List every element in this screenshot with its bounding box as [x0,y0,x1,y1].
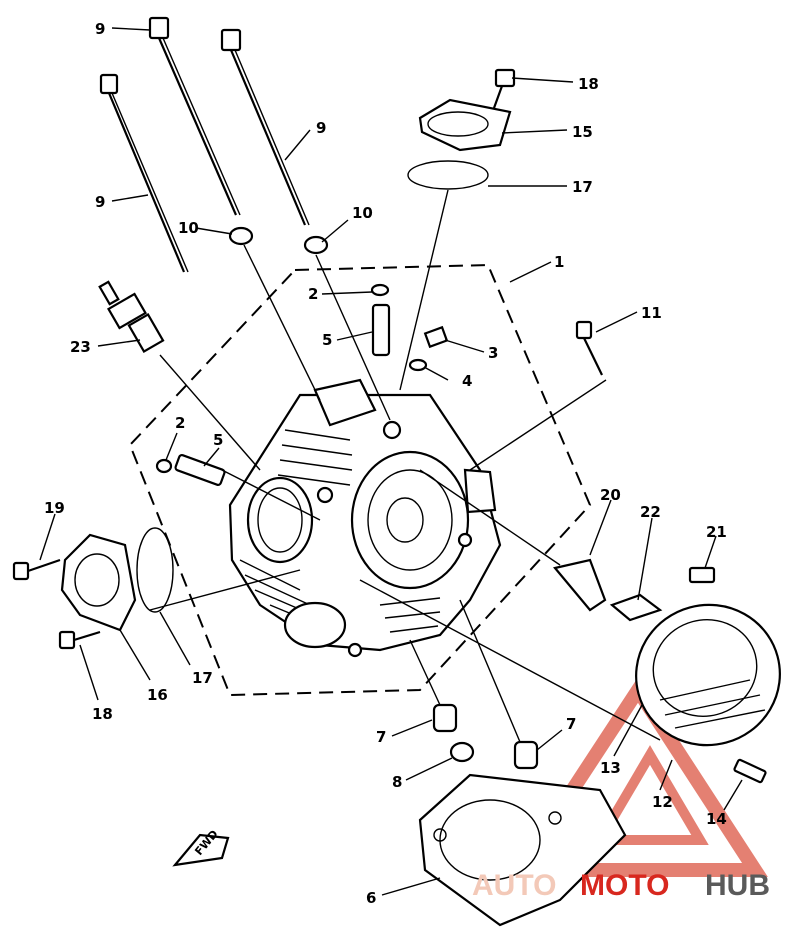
washer-4 [408,358,428,372]
label-4: 4 [462,372,472,390]
label-6: 6 [366,889,376,907]
spark-plug [98,280,261,471]
washer-left [228,226,254,246]
label-1: 1 [554,253,564,271]
washer-8 [449,741,475,763]
label-19: 19 [44,499,65,517]
watermark-logo [507,677,768,877]
dowel-right [513,740,539,770]
clip-top [370,283,390,297]
valve-cover-right [553,558,781,784]
bolt-3 [423,325,449,349]
label-11: 11 [641,304,662,322]
bolt-11 [575,320,603,376]
label-10-right: 10 [352,204,373,222]
label-20: 20 [600,486,621,504]
label-7-right: 7 [566,715,576,733]
arm-22 [609,593,663,622]
watermark-part3: HUB [705,869,770,902]
assembly-boundary [128,263,592,697]
label-2-top: 2 [308,285,318,303]
label-10-left: 10 [178,219,199,237]
label-5-top: 5 [322,331,332,349]
label-5-left: 5 [213,431,223,449]
bolt-21 [688,566,716,584]
label-7-left: 7 [376,728,386,746]
o-ring-top [407,160,489,190]
label-21: 21 [706,523,727,541]
dowel-left [432,703,458,733]
tappet-cover-top [407,68,516,190]
cylinder-gasket [418,773,627,927]
forward-arrow: FWD [172,828,230,867]
rocker-20 [553,558,607,612]
bolt-14 [733,758,767,784]
label-9-left: 9 [95,193,105,211]
label-13: 13 [600,759,621,777]
label-3: 3 [488,344,498,362]
watermark-part2: MOTO [580,869,669,902]
valve-guide-left [174,454,226,486]
watermark-text: AUTO MOTO HUB [472,869,770,902]
label-22: 22 [640,503,661,521]
part-labels: 9 9 9 10 10 18 15 17 1 2 5 3 4 11 23 2 5… [44,20,727,907]
stud-bolts [99,16,310,273]
label-8: 8 [392,773,402,791]
bolt-19 [12,561,30,581]
label-16: 16 [147,686,168,704]
label-9-right: 9 [316,119,326,137]
label-15: 15 [572,123,593,141]
label-23: 23 [70,338,91,356]
label-18-top: 18 [578,75,599,93]
watermark-part1: AUTO [472,869,556,902]
label-17-top: 17 [572,178,593,196]
label-18-lower: 18 [92,705,113,723]
o-ring-left [136,527,174,613]
label-2-left: 2 [175,414,185,432]
label-17-left: 17 [192,669,213,687]
label-12: 12 [652,793,673,811]
cylinder-head [228,378,502,658]
bolt-18-lower [58,630,76,650]
valve-guide-top [371,303,391,357]
tappet-cover-left [12,527,174,650]
clip-left [155,458,173,474]
leader-lines [39,27,743,896]
label-9-top: 9 [95,20,105,38]
label-14: 14 [706,810,727,828]
washer-right [303,235,329,255]
